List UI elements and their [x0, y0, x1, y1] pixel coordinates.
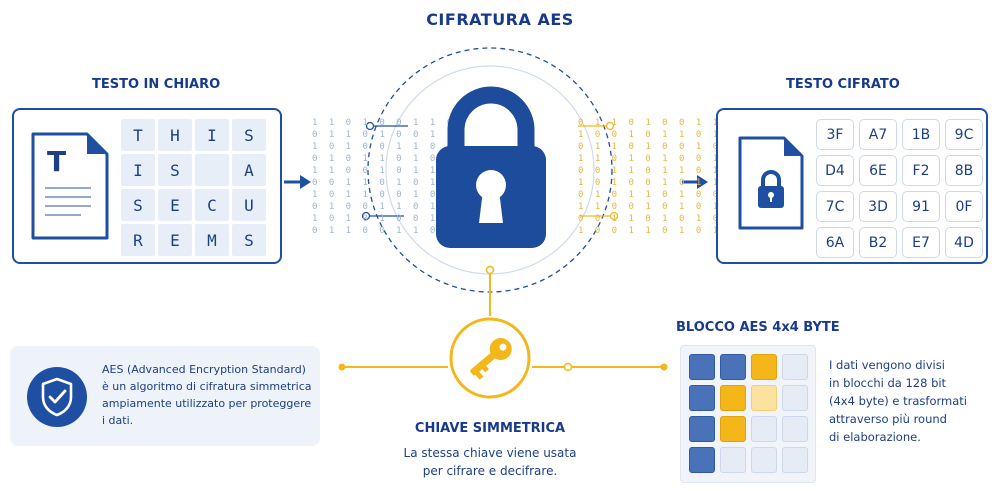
cipher-cell: 8B: [945, 155, 983, 186]
plaintext-cell: I: [195, 119, 229, 151]
plaintext-cell: E: [158, 189, 192, 221]
plaintext-cell: S: [232, 224, 266, 256]
block-byte-cell: [720, 354, 746, 380]
cipher-cell: 91: [902, 191, 940, 222]
cipher-cell: 4D: [945, 227, 983, 258]
plaintext-cell: A: [232, 154, 266, 186]
block-byte-cell: [689, 416, 715, 442]
plaintext-cell: T: [121, 119, 155, 151]
key-description: La stessa chiave viene usata per cifrare…: [403, 446, 577, 478]
aes-info-box: AES (Advanced Encryption Standard) è un …: [10, 346, 320, 446]
block-byte-cell: [689, 385, 715, 411]
encrypted-document-icon: [738, 136, 804, 230]
block-byte-cell: [720, 385, 746, 411]
cipher-cell: 7C: [816, 191, 854, 222]
padlock-icon: [436, 86, 546, 248]
cipher-cell: 3F: [816, 119, 854, 150]
block-byte-cell: [689, 354, 715, 380]
block-description: I dati vengono divisi in blocchi da 128 …: [829, 358, 967, 444]
key-icon: [449, 317, 531, 399]
plaintext-cell: S: [232, 119, 266, 151]
plaintext-cell: I: [121, 154, 155, 186]
block-label: BLOCCO AES 4x4 BYTE: [676, 320, 840, 335]
plaintext-cell: U: [232, 189, 266, 221]
cipher-cell: E7: [902, 227, 940, 258]
cipher-cell: 6E: [859, 155, 897, 186]
key-label: CHIAVE SIMMETRICA: [414, 421, 566, 436]
plaintext-cell: [195, 154, 229, 186]
plaintext-grid: T H I S I S A S E C U R E M S: [121, 119, 266, 256]
ciphertext-panel: 3F A7 1B 9C D4 6E F2 8B 7C 3D 91 0F 6A B…: [716, 108, 988, 264]
cipher-cell: D4: [816, 155, 854, 186]
document-icon: [31, 132, 109, 240]
cipher-cell: 6A: [816, 227, 854, 258]
block-byte-cell: [782, 354, 808, 380]
document-letter: T: [47, 145, 67, 178]
block-byte-cell: [782, 447, 808, 473]
plaintext-panel: T T H I S I S A S E C U R E M S: [12, 108, 282, 264]
cipher-cell: 3D: [859, 191, 897, 222]
cipher-cell: 1B: [902, 119, 940, 150]
block-byte-cell: [720, 416, 746, 442]
block-byte-cell: [689, 447, 715, 473]
plaintext-cell: E: [158, 224, 192, 256]
cipher-cell: 0F: [945, 191, 983, 222]
cipher-cell: 9C: [945, 119, 983, 150]
ciphertext-label: TESTO CIFRATO: [786, 77, 900, 92]
block-byte-cell: [751, 447, 777, 473]
block-byte-cell: [782, 416, 808, 442]
ciphertext-grid: 3F A7 1B 9C D4 6E F2 8B 7C 3D 91 0F 6A B…: [816, 119, 983, 258]
shield-check-icon: [27, 367, 87, 427]
cipher-cell: B2: [859, 227, 897, 258]
block-byte-cell: [720, 447, 746, 473]
plaintext-cell: C: [195, 189, 229, 221]
cipher-cell: A7: [859, 119, 897, 150]
cipher-cell: F2: [902, 155, 940, 186]
plaintext-label: TESTO IN CHIARO: [92, 77, 221, 92]
plaintext-cell: R: [121, 224, 155, 256]
block-byte-cell: [751, 385, 777, 411]
plaintext-cell: S: [158, 154, 192, 186]
block-byte-cell: [751, 416, 777, 442]
block-byte-cell: [782, 385, 808, 411]
block-byte-cell: [751, 354, 777, 380]
aes-info-text: AES (Advanced Encryption Standard) è un …: [102, 363, 312, 427]
diagram-title: CIFRATURA AES: [426, 10, 574, 29]
plaintext-cell: H: [158, 119, 192, 151]
aes-block-grid: [680, 345, 816, 483]
plaintext-cell: M: [195, 224, 229, 256]
plaintext-cell: S: [121, 189, 155, 221]
